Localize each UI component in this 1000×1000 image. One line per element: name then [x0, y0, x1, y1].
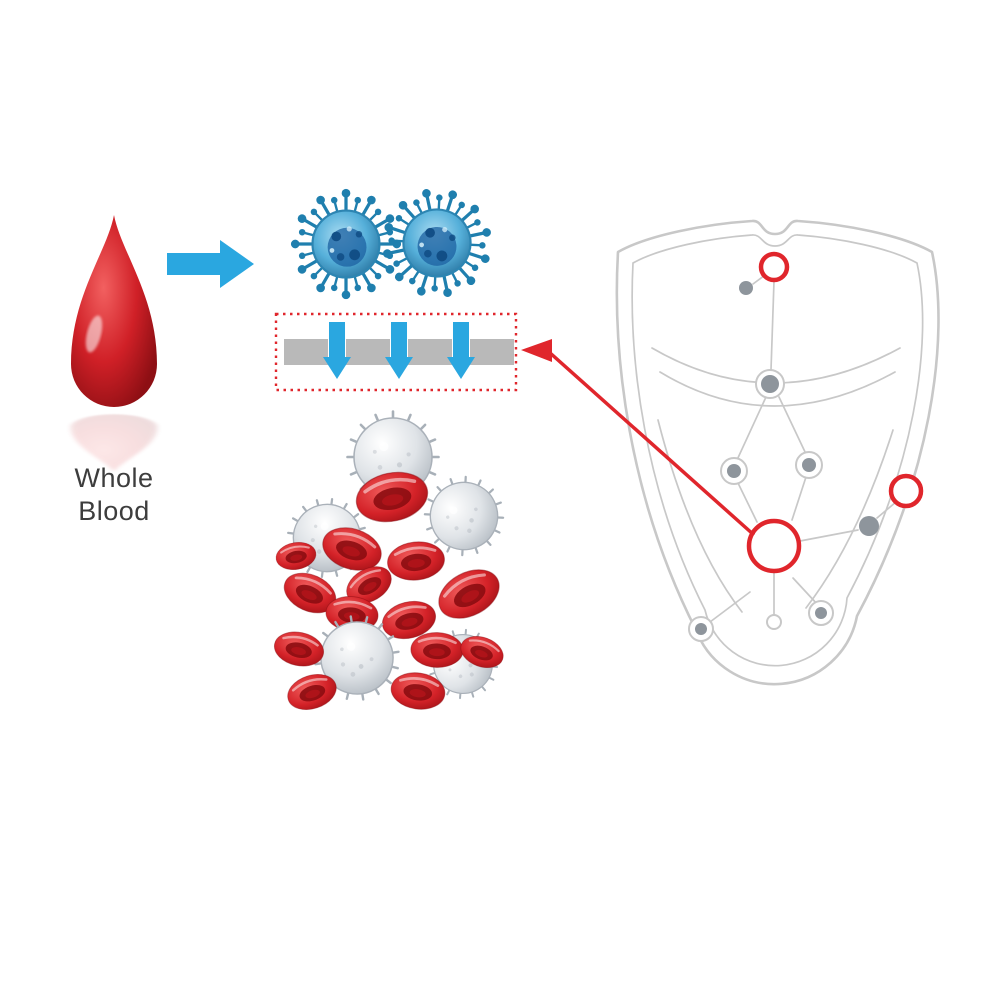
cartridge-channel — [736, 396, 767, 461]
cartridge-chamber — [815, 607, 827, 619]
flow-down-arrow-icon — [447, 322, 475, 379]
highlighted-chamber-ring — [888, 473, 924, 509]
cartridge-chamber — [761, 375, 779, 393]
cartridge-channel — [799, 529, 859, 542]
highlighted-filter-chamber-ring — [746, 518, 802, 574]
cartridge-chamber — [766, 614, 782, 630]
whole-blood-label-line1: Whole — [74, 463, 154, 493]
blood-drop-icon — [71, 215, 157, 472]
cartridge-inner-outline — [631, 234, 924, 667]
virus-icon — [289, 187, 403, 301]
blood-drop-shape — [71, 215, 157, 407]
cartridge-channel — [709, 591, 751, 623]
filter-membrane — [274, 312, 518, 392]
flow-down-arrow-icon — [323, 322, 351, 379]
cartridge-channel — [737, 482, 758, 523]
cartridge-channel — [659, 371, 896, 407]
cartridge-channel — [876, 501, 897, 519]
cartridge-chamber — [739, 281, 753, 295]
filter-segment — [470, 339, 514, 365]
red-blood-cell-icon — [429, 558, 509, 630]
cartridge-channel — [657, 419, 743, 613]
callout-arrow-line — [547, 350, 756, 537]
red-blood-cell-icon — [384, 537, 448, 585]
virus-particles — [289, 171, 509, 315]
cartridge-channel — [778, 396, 807, 455]
filter-segment — [408, 339, 452, 365]
highlighted-chamber-ring — [758, 251, 790, 283]
whole-blood-label: Whole Blood — [34, 462, 194, 529]
cartridge-chamber — [859, 516, 879, 536]
cartridge-channel — [770, 280, 775, 371]
flow-right-arrow-icon — [167, 240, 254, 288]
cell-cluster — [269, 410, 516, 717]
whole-blood-label-line2: Blood — [78, 496, 150, 527]
cartridge-channel — [805, 429, 894, 609]
filter-segment — [346, 339, 390, 365]
callout-arrow — [521, 339, 756, 537]
cartridge-chamber — [802, 458, 816, 472]
cartridge-outline — [615, 219, 940, 686]
filter-segment — [284, 339, 328, 365]
microfluidic-cartridge — [615, 219, 940, 686]
cartridge-chamber — [727, 464, 741, 478]
cartridge-channel — [791, 476, 807, 521]
callout-arrow-head — [521, 339, 552, 362]
cartridge-chamber — [695, 623, 707, 635]
cartridge-channel — [792, 577, 819, 606]
flow-down-arrow-icon — [385, 322, 413, 379]
drop-highlight — [85, 315, 103, 353]
